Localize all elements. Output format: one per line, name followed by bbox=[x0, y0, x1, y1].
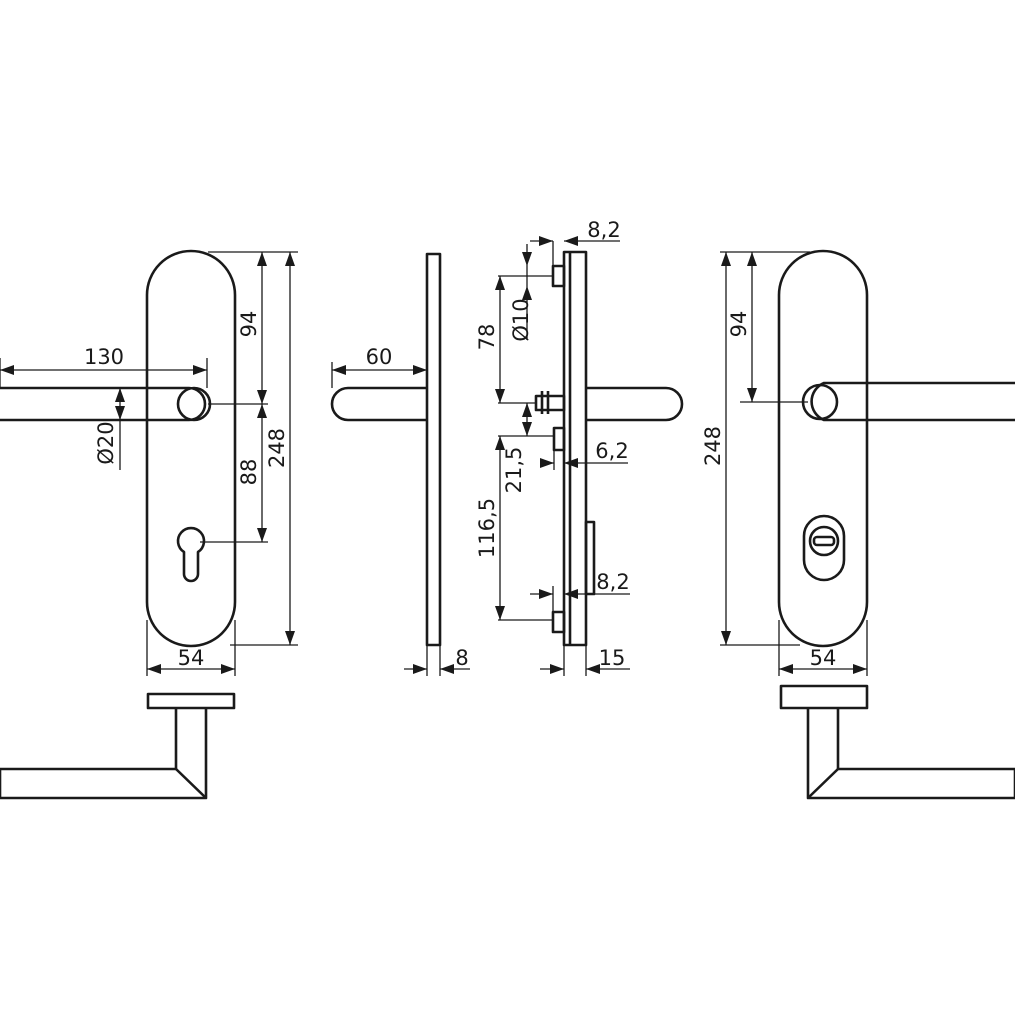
front-view-left: 130 Ø20 94 88 248 bbox=[0, 249, 298, 676]
side-section: 8,2 Ø10 78 21,5 6, bbox=[475, 218, 684, 676]
dimension-lower-screw-distance: 116,5 bbox=[475, 436, 505, 620]
lever-profile bbox=[586, 386, 684, 422]
label-lower-screw-offset: 6,2 bbox=[595, 439, 628, 463]
dimension-lever-to-top: 94 bbox=[237, 252, 267, 404]
side-view-left: 60 8 bbox=[330, 252, 470, 676]
label-total-thickness: 15 bbox=[599, 646, 626, 670]
label-lever-to-top: 94 bbox=[237, 311, 261, 338]
front-view-right: 94 248 54 bbox=[701, 249, 1015, 676]
dimension-lever-length: 130 bbox=[0, 345, 207, 375]
dimension-plate-width: 54 bbox=[779, 646, 867, 674]
label-bottom-offset: 8,2 bbox=[596, 570, 629, 594]
label-lever-to-lower-screw: 21,5 bbox=[502, 447, 526, 494]
dimension-bottom-offset: 8,2 bbox=[530, 570, 630, 612]
dimension-plate-width: 54 bbox=[147, 646, 235, 674]
extension-lines bbox=[720, 251, 868, 676]
label-plate-width: 54 bbox=[178, 646, 205, 670]
extension-lines bbox=[331, 362, 441, 676]
dimension-lower-screw-offset: 6,2 bbox=[540, 439, 629, 470]
bottom-screw bbox=[551, 610, 566, 634]
keyhole bbox=[176, 526, 206, 583]
label-top-offset: 8,2 bbox=[587, 218, 620, 242]
dimension-rose-diameter: Ø20 bbox=[94, 388, 125, 470]
spindle-screw bbox=[534, 391, 566, 414]
dimension-lever-to-lower-screw: 21,5 bbox=[502, 403, 532, 493]
lever-handle bbox=[801, 381, 1015, 422]
dimension-screw-to-lever: 78 bbox=[475, 276, 505, 403]
label-rose-diameter: Ø20 bbox=[94, 421, 118, 464]
top-view-right bbox=[779, 684, 1015, 800]
dimension-plate-height: 248 bbox=[701, 252, 731, 645]
dimension-top-offset: 8,2 bbox=[530, 218, 621, 266]
label-plate-width: 54 bbox=[810, 646, 837, 670]
top-screw bbox=[551, 264, 566, 288]
label-screw-diameter: Ø10 bbox=[509, 298, 533, 341]
label-lower-screw-distance: 116,5 bbox=[475, 498, 499, 558]
dimension-screw-diameter: Ø10 bbox=[509, 244, 533, 342]
label-plate-thickness: 8 bbox=[455, 646, 468, 670]
dimension-lever-projection: 60 bbox=[332, 345, 427, 375]
label-lever-projection: 60 bbox=[366, 345, 393, 369]
label-lever-to-top: 94 bbox=[727, 311, 751, 338]
label-plate-height: 248 bbox=[265, 428, 289, 468]
dimension-total-thickness: 15 bbox=[540, 646, 630, 674]
extension-lines bbox=[498, 275, 587, 676]
dimension-lever-to-cylinder: 88 bbox=[237, 404, 267, 542]
dimension-lever-to-top: 94 bbox=[727, 252, 757, 402]
dimension-plate-thickness: 8 bbox=[404, 646, 470, 674]
latch-tab bbox=[584, 520, 596, 596]
label-plate-height: 248 bbox=[701, 426, 725, 466]
backplate bbox=[145, 249, 237, 648]
cylinder-escutcheon bbox=[802, 514, 846, 582]
label-screw-to-lever: 78 bbox=[475, 324, 499, 351]
lower-screw bbox=[552, 426, 566, 452]
dimension-plate-height: 248 bbox=[265, 252, 295, 645]
extension-lines bbox=[0, 251, 298, 676]
label-lever-length: 130 bbox=[84, 345, 124, 369]
label-lever-to-cylinder: 88 bbox=[237, 459, 261, 486]
top-view-left bbox=[0, 692, 236, 800]
backplate bbox=[777, 249, 869, 648]
lever-handle bbox=[0, 386, 212, 422]
